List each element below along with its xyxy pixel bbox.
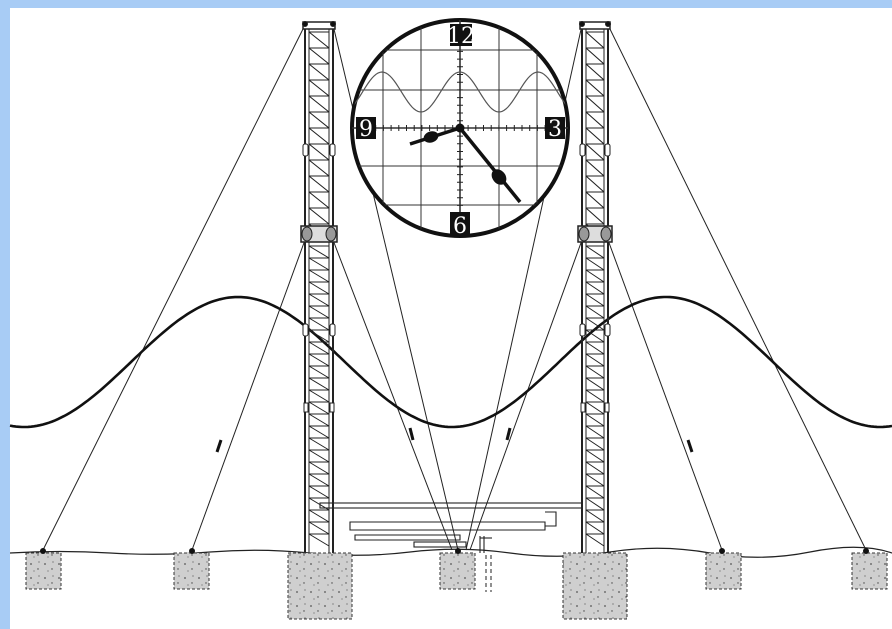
hour-hand-weight: [423, 131, 439, 143]
clock-pivot: [455, 123, 465, 133]
numeral-box-6: [450, 212, 470, 236]
numeral-box-12: [450, 24, 472, 46]
anchor-points: [40, 548, 869, 554]
wire-turnbuckles: [215, 427, 694, 453]
signal-wave: [9, 295, 892, 429]
numeral-9: 9: [359, 117, 373, 142]
numeral-box-9: [356, 117, 376, 139]
feed-lines: [319, 502, 583, 553]
numeral-6: 6: [453, 214, 467, 239]
tower-right: [577, 21, 613, 553]
center-foundation: [439, 552, 476, 590]
anchor-foundation-3: [705, 552, 742, 590]
numeral-3: 3: [548, 117, 562, 142]
minute-hand-weight: [491, 169, 507, 185]
tower-group: [300, 21, 613, 553]
clock: 12 3 6 9: [350, 18, 570, 239]
numeral-12: 12: [447, 24, 475, 49]
underground-feed: [485, 555, 492, 592]
clock-hands: [409, 123, 522, 204]
anchor-foundation-4: [851, 552, 888, 590]
anchor-foundation-1: [25, 552, 62, 590]
minute-hand: [458, 126, 522, 204]
anchor-foundation-2: [173, 552, 210, 590]
ground-line: [9, 546, 892, 558]
tower-foundation-left: [287, 552, 353, 620]
numeral-box-3: [545, 117, 565, 139]
tower-foundation-right: [562, 552, 628, 620]
foundations: [25, 552, 888, 620]
tower-left: [300, 21, 338, 553]
